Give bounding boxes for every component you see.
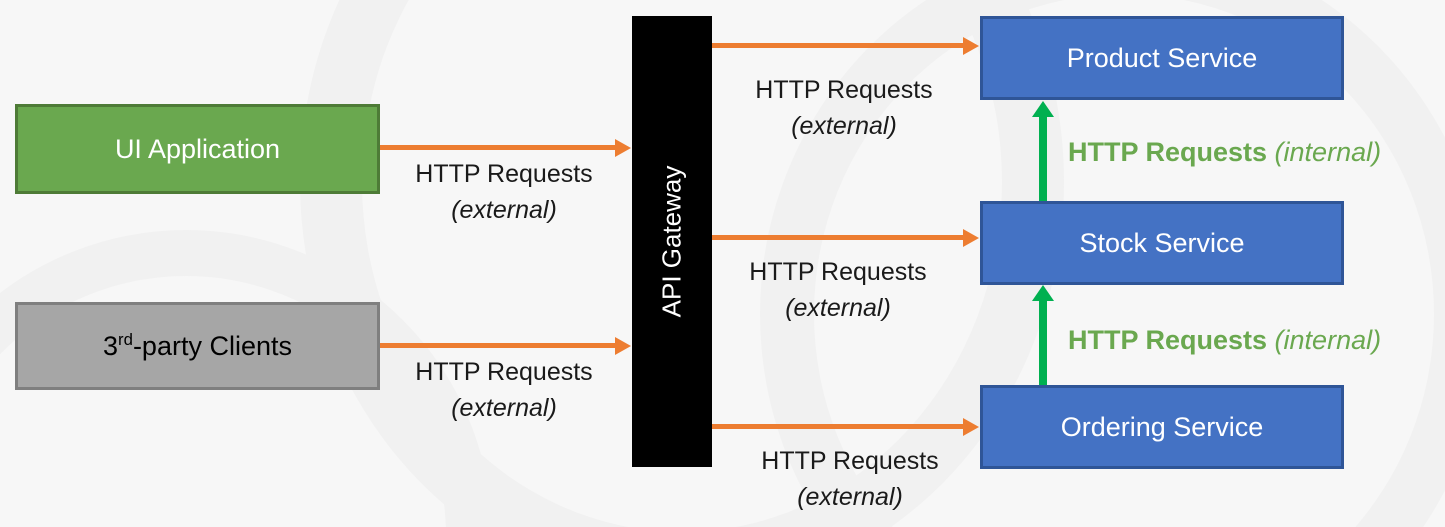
edge-label-internal-italic: (internal) xyxy=(1267,325,1382,355)
edge-label-internal-stock-ordering: HTTP Requests (internal) xyxy=(1068,325,1381,356)
node-third-party-clients-label: 3rd-party Clients xyxy=(103,331,292,362)
node-ordering-service-label: Ordering Service xyxy=(1060,411,1264,442)
node-ui-application-label: UI Application xyxy=(114,133,281,164)
edge-label-line1: HTTP Requests xyxy=(415,358,593,386)
arrow-api-gateway-to-ordering-service xyxy=(712,424,964,429)
edge-label-internal-bold: HTTP Requests xyxy=(1068,325,1268,355)
edge-label-api-gateway-to-product-service: HTTP Requests (external) xyxy=(724,73,964,144)
node-product-service-label: Product Service xyxy=(1066,42,1258,73)
edge-label-third-party-clients-to-api-gateway: HTTP Requests (external) xyxy=(384,355,624,426)
edge-label-line2: (external) xyxy=(797,482,903,511)
edge-label-line1: HTTP Requests xyxy=(749,258,927,286)
node-stock-service[interactable]: Stock Service xyxy=(980,201,1344,285)
arrow-ordering-service-to-stock-service xyxy=(1039,300,1047,385)
node-ordering-service[interactable]: Ordering Service xyxy=(980,385,1344,469)
edge-label-line2: (external) xyxy=(785,293,891,322)
arrow-ui-application-to-api-gateway xyxy=(380,145,616,150)
third-party-prefix: 3 xyxy=(103,330,119,361)
arrow-api-gateway-to-product-service xyxy=(712,43,964,48)
node-api-gateway[interactable]: API Gateway xyxy=(632,16,712,467)
node-api-gateway-label: API Gateway xyxy=(656,165,687,318)
edge-label-ui-application-to-api-gateway: HTTP Requests (external) xyxy=(384,157,624,228)
node-product-service[interactable]: Product Service xyxy=(980,16,1344,100)
edge-label-internal-italic: (internal) xyxy=(1267,137,1382,167)
edge-label-line1: HTTP Requests xyxy=(761,447,939,475)
edge-label-line1: HTTP Requests xyxy=(755,76,933,104)
arrow-api-gateway-to-stock-service xyxy=(712,235,964,240)
arrow-stock-service-to-product-service xyxy=(1039,116,1047,201)
edge-label-internal-product-stock: HTTP Requests (internal) xyxy=(1068,137,1381,168)
edge-label-line2: (external) xyxy=(791,111,897,140)
edge-label-api-gateway-to-stock-service: HTTP Requests (external) xyxy=(718,255,958,326)
edge-label-line2: (external) xyxy=(451,393,557,422)
node-stock-service-label: Stock Service xyxy=(1079,227,1245,258)
edge-label-line1: HTTP Requests xyxy=(415,160,593,188)
node-ui-application[interactable]: UI Application xyxy=(15,104,380,194)
third-party-ordinal-suffix: rd xyxy=(118,329,133,349)
edge-label-line2: (external) xyxy=(451,195,557,224)
edge-label-internal-bold: HTTP Requests xyxy=(1068,137,1268,167)
arrow-third-party-clients-to-api-gateway xyxy=(380,343,616,348)
node-third-party-clients[interactable]: 3rd-party Clients xyxy=(15,302,380,390)
third-party-suffix: -party Clients xyxy=(132,330,292,361)
edge-label-api-gateway-to-ordering-service: HTTP Requests (external) xyxy=(730,444,970,515)
